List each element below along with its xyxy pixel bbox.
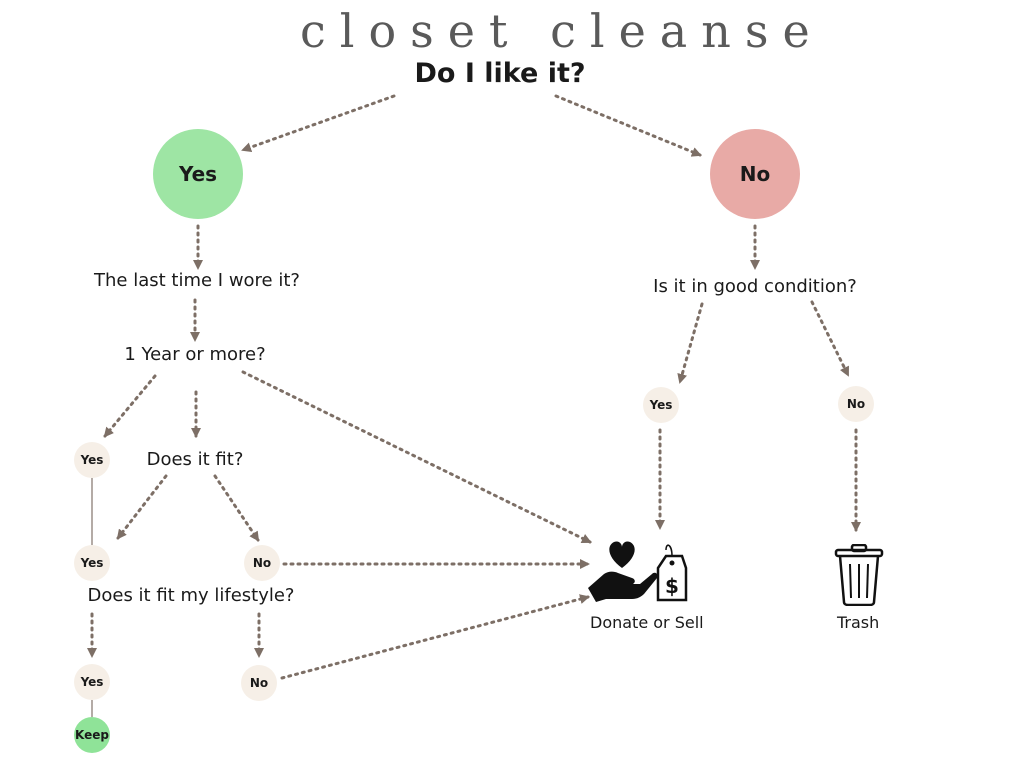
no-circle: No [710, 129, 800, 219]
node-label: Yes [80, 453, 104, 467]
trash-label: Trash [837, 613, 880, 632]
yes-circle: Yes [153, 129, 243, 219]
arrow-no2-to-donate [280, 594, 590, 680]
arrow-year-to-donate [241, 370, 592, 544]
node-keep: Keep [74, 717, 110, 753]
question-fits-lifestyle: Does it fit my lifestyle? [87, 585, 295, 606]
no-circle-label: No [739, 162, 771, 186]
node-label: No [252, 556, 272, 570]
node-label: No [846, 397, 866, 411]
node-label: Yes [649, 398, 673, 412]
svg-text:$: $ [665, 574, 679, 598]
node-no-lifestyle: No [241, 665, 277, 701]
arrow-main-to-no [554, 94, 702, 157]
arrow-fit-to-no [213, 474, 260, 542]
donate-sell-icon: $ [588, 541, 688, 602]
arrow-main-to-yes [241, 94, 396, 153]
node-label: Yes [80, 556, 104, 570]
node-label: No [249, 676, 269, 690]
node-no-fit: No [244, 545, 280, 581]
node-label: Yes [80, 675, 104, 689]
page-title: closet cleanse [300, 4, 824, 58]
question-year-or-more: 1 Year or more? [124, 344, 266, 365]
arrow-condition-to-yes [677, 302, 704, 384]
node-yes-lifestyle: Yes [74, 664, 110, 700]
trash-can-icon [834, 544, 884, 606]
donate-sell-label: Donate or Sell [590, 613, 704, 632]
yes-circle-label: Yes [178, 162, 218, 186]
main-question: Do I like it? [414, 58, 586, 89]
node-no-condition: No [838, 386, 874, 422]
question-last-worn: The last time I wore it? [94, 270, 300, 291]
arrow-fit-to-yes [116, 474, 168, 540]
keep-label: Keep [75, 728, 109, 742]
node-yes-year: Yes [74, 442, 110, 478]
question-good-condition: Is it in good condition? [653, 276, 857, 297]
arrow-year-to-yes [103, 374, 157, 438]
node-yes-condition: Yes [643, 387, 679, 423]
question-does-it-fit: Does it fit? [146, 449, 244, 470]
node-yes-fit: Yes [74, 545, 110, 581]
arrow-condition-to-no [810, 300, 850, 377]
